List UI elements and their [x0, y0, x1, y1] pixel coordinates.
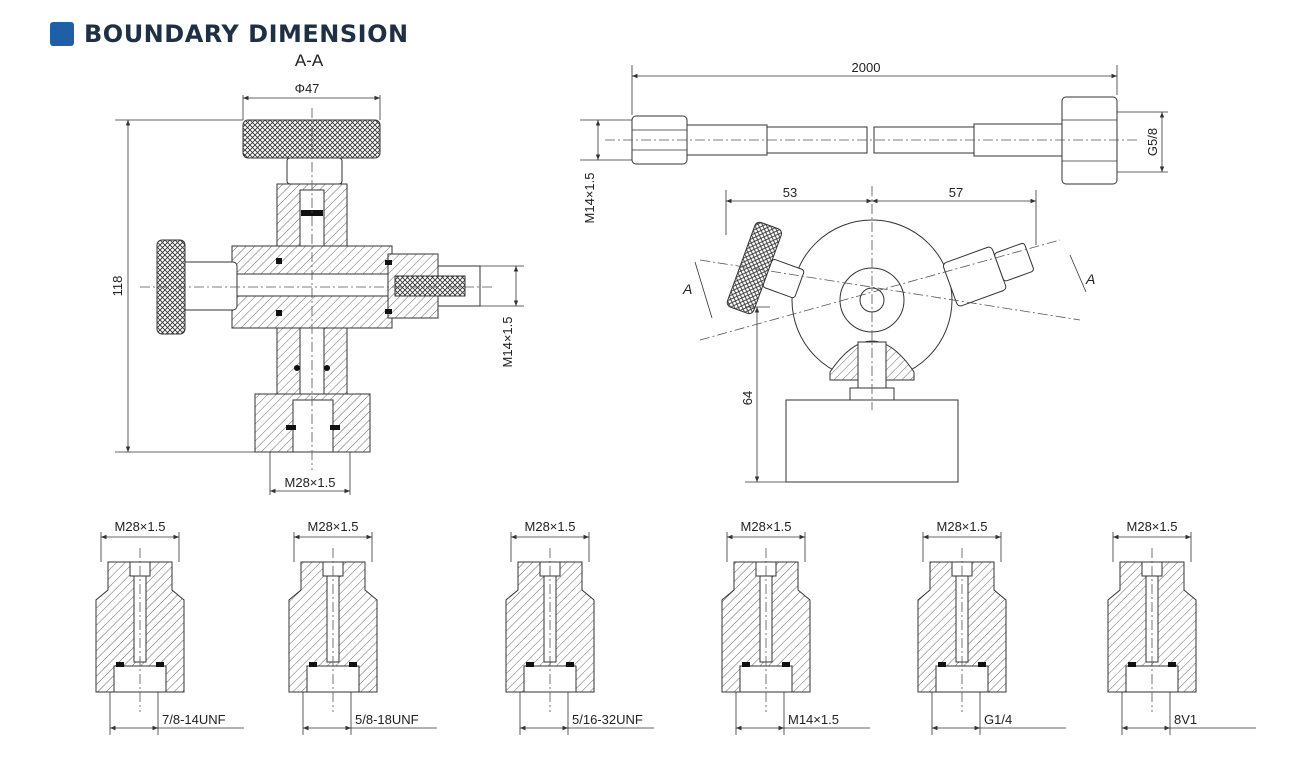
- adapter-bottom-dimension: 7/8-14UNF: [162, 712, 226, 727]
- adapter-bottom-dimension: G1/4: [984, 712, 1012, 727]
- top-view: 53 57 A A 64: [682, 185, 1095, 483]
- right-57-dimension: 57: [949, 185, 963, 200]
- right-hose-nut: [1061, 96, 1118, 185]
- m14-side-dimension: M14×1.5: [500, 317, 515, 368]
- adapter-bottom-dimension: 8V1: [1174, 712, 1197, 727]
- m28-bottom-dimension: M28×1.5: [285, 475, 336, 490]
- adapter-bottom-dimension: 5/8-18UNF: [355, 712, 419, 727]
- top-view-handwheel: [726, 221, 782, 315]
- adapter-2: M28×1.5 5/8-18UNF: [288, 519, 437, 735]
- manifold-base-block: [785, 399, 959, 483]
- height118-dimension: 118: [110, 276, 125, 297]
- section-view: A-A Φ47: [110, 51, 524, 495]
- hose-view: 2000 M14×1.5 G5/8: [580, 60, 1168, 223]
- adapter-row: M28×1.5 7/8-14UNF M28×1.5 5/8-18UNF M28×1.5 5…: [95, 519, 1256, 735]
- g58-dimension: G5/8: [1145, 128, 1160, 156]
- adapter-top-dimension: M28×1.5: [741, 519, 792, 534]
- adapter-1: M28×1.5 7/8-14UNF: [95, 519, 244, 735]
- section-mark-left: A: [682, 281, 692, 297]
- section-label: A-A: [295, 51, 324, 70]
- height64-dimension: 64: [740, 391, 755, 405]
- adapter-bottom-dimension: 5/16-32UNF: [572, 712, 643, 727]
- page-title: BOUNDARY DIMENSION: [84, 20, 409, 48]
- hose-length-dimension: 2000: [852, 60, 881, 75]
- phi47-dimension: Φ47: [295, 81, 320, 96]
- adapter-bottom-dimension: M14×1.5: [788, 712, 839, 727]
- adapter-top-dimension: M28×1.5: [937, 519, 988, 534]
- adapter-6: M28×1.5 8V1: [1107, 519, 1256, 735]
- left-53-dimension: 53: [783, 185, 797, 200]
- title-square-icon: [50, 22, 74, 46]
- adapter-top-dimension: M28×1.5: [525, 519, 576, 534]
- adapter-top-dimension: M28×1.5: [115, 519, 166, 534]
- top-handwheel: [242, 119, 381, 159]
- section-mark-right: A: [1085, 271, 1095, 287]
- adapter-3: M28×1.5 5/16-32UNF: [505, 519, 654, 735]
- adapter-5: M28×1.5G1/4: [917, 519, 1066, 735]
- header: BOUNDARY DIMENSION: [50, 20, 409, 48]
- hose-m14-dimension: M14×1.5: [582, 173, 597, 224]
- adapter-top-dimension: M28×1.5: [308, 519, 359, 534]
- adapter-top-dimension: M28×1.5: [1127, 519, 1178, 534]
